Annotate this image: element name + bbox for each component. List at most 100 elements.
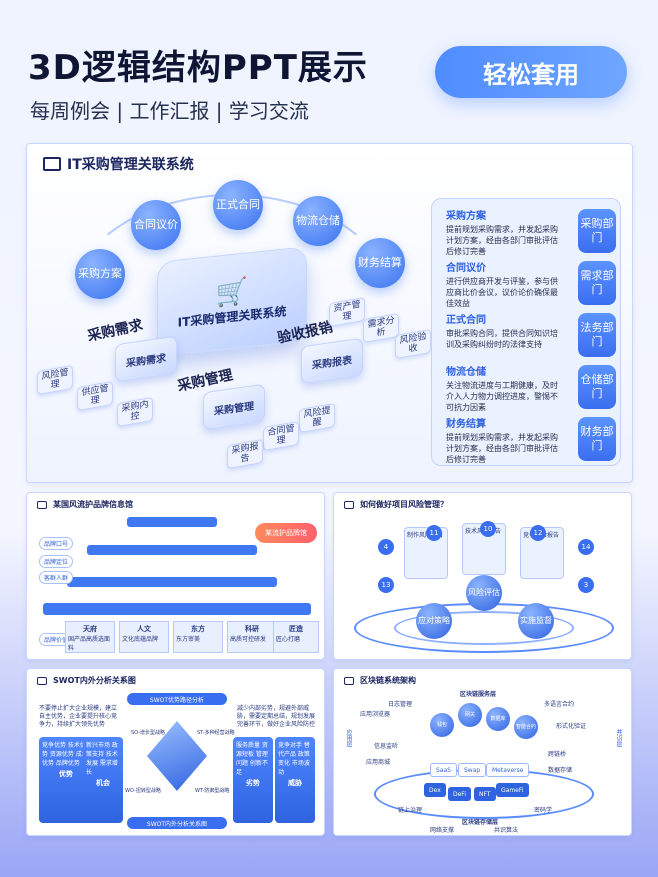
swot-threat: 竞争对手 替代产品 政策变化 市场波动威胁 — [275, 737, 315, 823]
chain-chip[interactable]: Dex — [424, 783, 446, 797]
chain-text: 信息监听 — [374, 743, 399, 750]
page-subtitle: 每周例会 | 工作汇报 | 学习交流 — [30, 99, 309, 123]
chain-node[interactable]: 网关 — [458, 703, 482, 727]
roof-middle — [87, 545, 257, 555]
mini-analysis[interactable]: 需求分析 — [363, 312, 399, 344]
department-tag[interactable]: 财务部门 — [578, 417, 616, 461]
list-item: 采购方案 提前规划采购需求，并发起采购计划方案，经由各部门审批评估后修订完善 采… — [446, 207, 618, 259]
step-number: 13 — [378, 577, 394, 593]
chain-node[interactable]: 智能合约 — [514, 715, 538, 739]
chain-text: 多语言合约 — [544, 701, 575, 708]
mini-verify[interactable]: 风险验收 — [395, 328, 431, 360]
chain-text: 数据存储 — [548, 767, 573, 774]
step-number: 12 — [530, 525, 546, 541]
grid-icon — [37, 676, 47, 685]
swot-weakness: 服务质量 资源短板 管理问题 创新不足劣势 — [233, 737, 273, 823]
side-tag: 客群人群 — [39, 571, 74, 584]
left-vertical-label: 应用层 — [345, 729, 352, 747]
swot-label: SO-增长型战略 — [131, 730, 166, 736]
roof-bottom — [43, 603, 311, 615]
department-list: 采购方案 提前规划采购需求，并发起采购计划方案，经由各部门审批评估后修订完善 采… — [431, 198, 621, 466]
right-vertical-label: 共识层 — [615, 729, 622, 747]
side-tag: 品牌口号 — [39, 537, 74, 550]
chain-text: 跨链桥 — [548, 751, 567, 758]
chain-text: 密码学 — [534, 807, 553, 814]
panel-header: 某国风流护品牌信息馆 — [37, 499, 133, 510]
department-tag[interactable]: 仓储部门 — [578, 365, 616, 409]
swot-top-bar: SWOT优势路径分析 — [127, 693, 227, 705]
inner-ring — [394, 611, 574, 645]
pillar-card: 科研高质可控研发 — [227, 621, 277, 653]
bubble-negotiate[interactable]: 合同议价 — [131, 200, 181, 250]
star-icon — [344, 500, 354, 509]
department-tag[interactable]: 采购部门 — [578, 209, 616, 253]
mini-supply[interactable]: 供应管理 — [77, 380, 113, 412]
department-tag[interactable]: 需求部门 — [578, 261, 616, 305]
list-item: 物流仓储 关注物流进度与工期健康，及时介入人力物力调控进度，警惕不可抗力因素 仓… — [446, 363, 618, 415]
ball-assess[interactable]: 风险评估 — [466, 575, 502, 611]
chain-text: 应用浏览器 — [360, 711, 391, 718]
chain-node[interactable]: 钱包 — [430, 713, 454, 737]
side-tag: 品牌定位 — [39, 555, 74, 568]
step-number: 10 — [480, 521, 496, 537]
swot-bottom-bar: SWOT内外分析关系图 — [127, 817, 227, 829]
step-number: 14 — [578, 539, 594, 555]
layer-label: 区块链存储层 — [462, 819, 499, 826]
roof-lower — [67, 577, 277, 587]
tile-manage[interactable]: 采购管理 — [203, 383, 265, 431]
list-item: 合同议价 进行供应商开发与评鉴，参与供应商比价会议，议价论价确保最佳效益 需求部… — [446, 259, 618, 311]
chain-chip[interactable]: Metaverse — [486, 763, 530, 777]
ball-strategy[interactable]: 应对策略 — [416, 603, 452, 639]
layer-label: 区块链服务层 — [460, 691, 497, 698]
brand-pavilion-panel: 某国风流护品牌信息馆 某流护品牌馆 品牌口号 品牌定位 客群人群 品牌价值 天府… — [26, 492, 325, 660]
chain-chip[interactable]: DeFi — [448, 787, 471, 801]
blockchain-panel: 区块链系统架构 应用层 共识层 区块链服务层 区块链存储层 钱包 网关 数据库 … — [333, 668, 632, 836]
mini-risk[interactable]: 风险管理 — [37, 364, 73, 396]
list-item: 正式合同 审批采购合同，提供合同知识培训及采购纠纷时的法律支持 法务部门 — [446, 311, 618, 363]
brand-ribbon: 某流护品牌馆 — [255, 523, 317, 543]
chain-text: 共识算法 — [494, 827, 519, 834]
swot-panel: SWOT内外分析关系图 SWOT优势路径分析 SWOT内外分析关系图 不要停止扩… — [26, 668, 325, 836]
swot-opportunity: 新兴市场 政策支持 技术发展 需求增长机会 — [83, 737, 123, 823]
bubble-logistics[interactable]: 物流仓储 — [293, 196, 343, 246]
panel-header: 如何做好项目风险管理？ — [344, 499, 448, 510]
chain-text: 日志管理 — [388, 701, 413, 708]
cart-icon — [43, 157, 61, 171]
roof-top — [127, 517, 217, 527]
mini-contract[interactable]: 合同管理 — [263, 420, 299, 452]
swot-label: WO-扭转型战略 — [125, 788, 161, 794]
step-number: 11 — [426, 525, 442, 541]
badge-button[interactable]: 轻松套用 — [435, 46, 627, 98]
swot-label: ST-多种经营战略 — [197, 730, 235, 736]
database-icon — [344, 676, 354, 685]
pillar-card: 天府国产品高质选面料 — [65, 621, 115, 653]
step-number: 3 — [578, 577, 594, 593]
panel-header: SWOT内外分析关系图 — [37, 675, 136, 686]
bubble-plan[interactable]: 采购方案 — [75, 249, 125, 299]
chain-text: 链上治理 — [398, 807, 423, 814]
chain-node[interactable]: 数据库 — [486, 707, 510, 731]
page-title: 3D逻辑结构PPT展示 — [28, 48, 368, 88]
mini-alert[interactable]: 风险提醒 — [299, 402, 335, 434]
main-panel: IT采购管理关联系统 采购方案 合同议价 正式合同 物流仓储 财务结算 🛒 IT… — [26, 143, 633, 483]
bubble-finance[interactable]: 财务结算 — [355, 238, 405, 288]
mini-control[interactable]: 采购内控 — [117, 396, 153, 428]
department-tag[interactable]: 法务部门 — [578, 313, 616, 357]
mini-purchase-report[interactable]: 采购报告 — [227, 438, 263, 470]
pillar-card: 匠造匠心打磨 — [273, 621, 319, 653]
pillar-card: 人文文化底蕴品牌 — [119, 621, 169, 653]
risk-panel: 如何做好项目风险管理？ 制作风险报告 技术风险报告 竞争风险报告 4 11 10… — [333, 492, 632, 660]
main-panel-title: IT采购管理关联系统 — [67, 157, 194, 173]
pillar-card: 东方东方审美 — [173, 621, 223, 653]
chain-chip[interactable]: SaaS — [430, 763, 457, 777]
ball-monitor[interactable]: 实施监督 — [518, 603, 554, 639]
chain-chip[interactable]: NFT — [474, 787, 496, 801]
step-number: 4 — [378, 539, 394, 555]
right-text: 减少内部劣势，规避外部威胁，需要定期总结，规划发展完善环节，做好企业风险防控 — [237, 705, 316, 728]
bubble-contract[interactable]: 正式合同 — [213, 180, 263, 230]
chain-text: 应用商城 — [366, 759, 391, 766]
chain-chip[interactable]: Swap — [458, 763, 487, 777]
main-panel-header: IT采购管理关联系统 — [43, 154, 194, 174]
pavilion-icon — [37, 500, 47, 509]
chain-chip[interactable]: GameFi — [496, 783, 529, 797]
